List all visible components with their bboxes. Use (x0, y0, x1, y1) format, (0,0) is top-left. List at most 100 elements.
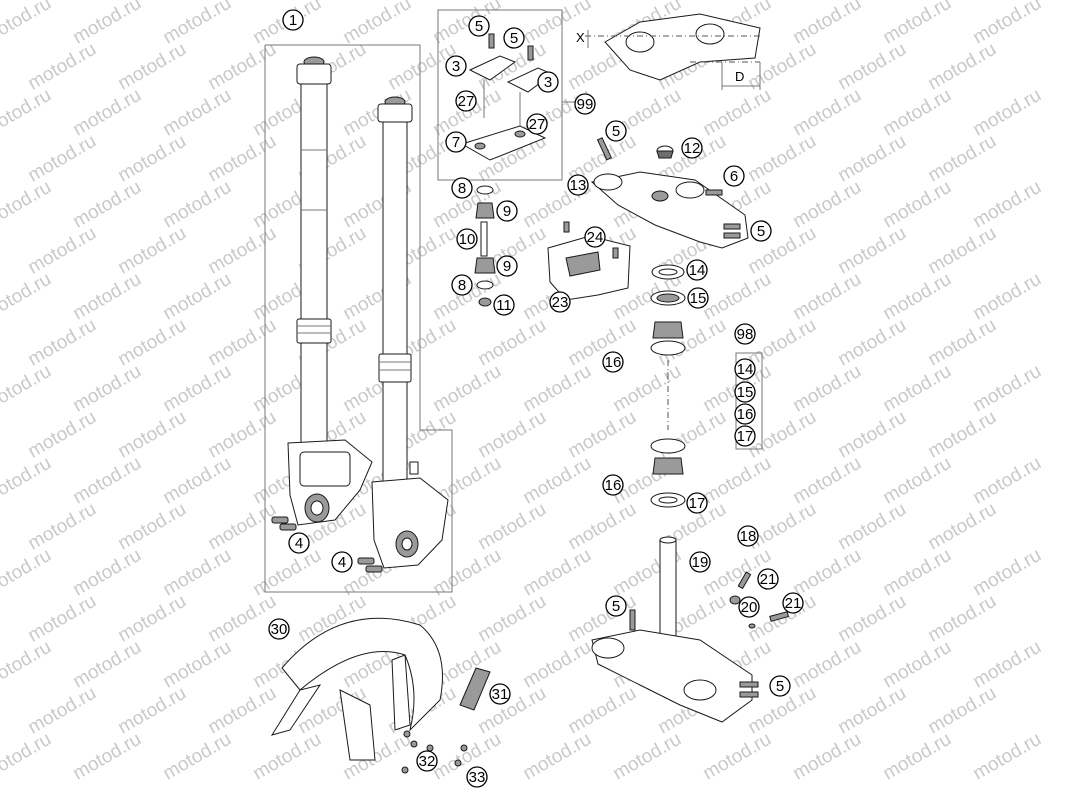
callout-30: 30 (268, 618, 290, 640)
callout-14: 14 (734, 358, 756, 380)
callout-label: 19 (692, 554, 709, 571)
callout-label: 10 (459, 231, 476, 248)
callout-label: 5 (776, 678, 784, 695)
callout-label: 6 (730, 168, 738, 185)
callout-label: 31 (492, 686, 509, 703)
callout-15: 15 (734, 381, 756, 403)
callout-5: 5 (503, 27, 525, 49)
callout-18: 18 (737, 525, 759, 547)
callout-label: 21 (760, 571, 777, 588)
callout-label: 9 (503, 203, 511, 220)
callout-label: 27 (458, 93, 475, 110)
fork-kit-frame (264, 44, 453, 593)
callout-20: 20 (738, 596, 760, 618)
callout-label: 5 (757, 223, 765, 240)
callout-3: 3 (537, 71, 559, 93)
callout-label: 5 (475, 18, 483, 35)
fork-leg-left (287, 56, 373, 526)
callout-label: 13 (570, 177, 587, 194)
callout-16: 16 (602, 351, 624, 373)
callout-11: 11 (493, 294, 515, 316)
callout-label: 11 (496, 297, 512, 314)
callout-label: 17 (737, 428, 754, 445)
callout-7: 7 (445, 131, 467, 153)
callout-label: 5 (612, 123, 620, 140)
callout-label: 7 (452, 134, 460, 151)
callout-label: 99 (577, 96, 594, 113)
callout-15: 15 (687, 287, 709, 309)
bolts-4-right (357, 557, 383, 573)
callout-17: 17 (686, 492, 708, 514)
callout-13: 13 (567, 174, 589, 196)
callout-label: 9 (503, 258, 511, 275)
fork-leg-right (371, 96, 449, 569)
fender-decal (459, 667, 491, 711)
callout-19: 19 (689, 551, 711, 573)
callout-16: 16 (734, 403, 756, 425)
callout-9: 9 (496, 200, 518, 222)
callout-label: 3 (452, 58, 460, 75)
callout-24: 24 (584, 226, 606, 248)
callout-label: 4 (295, 535, 303, 552)
callout-14: 14 (686, 259, 708, 281)
callout-label: 33 (469, 769, 486, 786)
clamp-kit-frame (437, 9, 563, 181)
callout-1: 1 (282, 9, 304, 31)
callout-4: 4 (288, 532, 310, 554)
callout-27: 27 (455, 90, 477, 112)
callout-21: 21 (757, 568, 779, 590)
callout-label: 20 (741, 599, 758, 616)
bushing-stack (474, 185, 496, 307)
callout-21: 21 (782, 592, 804, 614)
lower-triple-clamp (591, 536, 790, 723)
dimension-detail: X D (576, 13, 761, 90)
callout-8: 8 (451, 177, 473, 199)
callout-label: 18 (740, 528, 757, 545)
callout-label: 24 (587, 229, 604, 246)
fender-screws (401, 730, 468, 774)
bearing-kit-frame (735, 352, 763, 450)
callout-label: 14 (737, 361, 754, 378)
callout-label: 30 (271, 621, 288, 638)
dimension-x-label: X (576, 30, 585, 45)
dimension-d-label: D (735, 69, 744, 84)
callout-label: 16 (605, 354, 622, 371)
callout-99: 99 (574, 93, 596, 115)
callout-label: 5 (510, 30, 518, 47)
front-fender (270, 617, 443, 761)
callout-label: 98 (737, 326, 754, 343)
callout-label: 4 (338, 554, 346, 571)
callout-label: 12 (684, 140, 701, 157)
callout-label: 32 (419, 753, 436, 770)
callout-label: 16 (605, 477, 622, 494)
callout-5: 5 (769, 675, 791, 697)
callout-label: 21 (785, 595, 802, 612)
callout-5: 5 (750, 220, 772, 242)
callout-17: 17 (734, 425, 756, 447)
instrument-holder (547, 221, 631, 301)
callout-33: 33 (466, 766, 488, 788)
bolts-4-left (271, 516, 297, 531)
callout-8: 8 (451, 274, 473, 296)
callout-label: 23 (552, 294, 569, 311)
callout-label: 15 (690, 290, 707, 307)
callout-31: 31 (489, 683, 511, 705)
callout-label: 8 (458, 180, 466, 197)
callout-4: 4 (331, 551, 353, 573)
callout-3: 3 (445, 55, 467, 77)
callout-label: 3 (544, 74, 552, 91)
callout-label: 5 (612, 598, 620, 615)
callout-32: 32 (416, 750, 438, 772)
callout-9: 9 (496, 255, 518, 277)
callout-label: 17 (689, 495, 706, 512)
callout-5: 5 (605, 120, 627, 142)
callout-98: 98 (734, 323, 756, 345)
callout-label: 16 (737, 406, 754, 423)
callout-10: 10 (456, 228, 478, 250)
callout-label: 8 (458, 277, 466, 294)
callout-12: 12 (681, 137, 703, 159)
callout-27: 27 (526, 113, 548, 135)
callout-16: 16 (602, 474, 624, 496)
